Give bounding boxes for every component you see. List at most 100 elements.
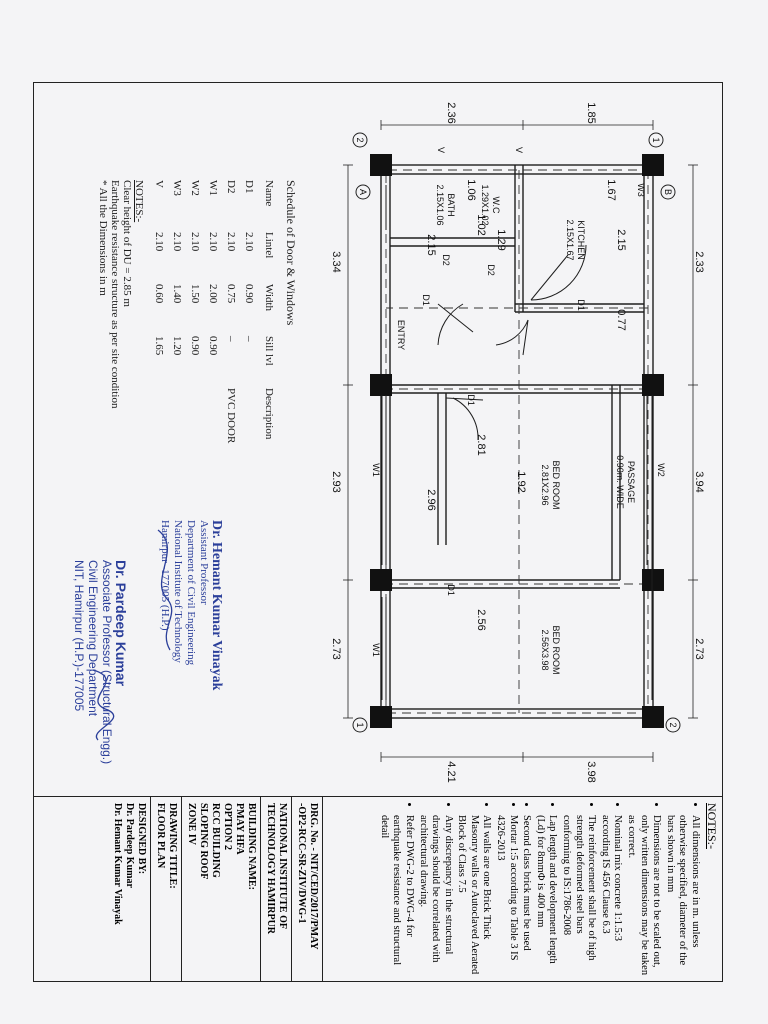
signature-marks [92, 529, 173, 741]
room-passage-name: PASSAGE [626, 461, 636, 503]
note-item: Nominal mix concrete 1:1.5:3 according I… [598, 815, 624, 976]
dim-left-1: 3.98 [585, 761, 597, 782]
room-bedroom1-name: BED ROOM [551, 460, 561, 509]
schedule-cell: 2.10 [189, 232, 201, 252]
schedule-note-2: Earthquake resistance structure as per s… [109, 180, 121, 409]
schedule-cell: 1.50 [189, 284, 201, 304]
door-d1-d: D1 [446, 584, 456, 596]
notes-panel-title: NOTES:- [705, 803, 719, 849]
schedule-cell: V [153, 180, 165, 188]
dim-left-2: 4.21 [445, 761, 457, 782]
title-block: DRG. No. - NIT/CED/2017/PMAY -OP2-RCC-SR… [33, 796, 323, 982]
note-item: All dimensions are in m. unless otherwis… [663, 815, 701, 976]
building-name-1: PMAY HFA [234, 803, 245, 855]
grid-bubble-2b: 2 [668, 722, 678, 727]
schedule-col-lintel: Lintel [263, 232, 275, 259]
schedule-cell: 2.10 [225, 232, 237, 252]
door-d2-a: D2 [486, 264, 496, 276]
grid-bubble-a: A [358, 189, 368, 195]
schedule-cell [189, 388, 201, 468]
room-bedroom2-name: BED ROOM [551, 625, 561, 674]
schedule-cell: D1 [243, 180, 255, 194]
grid-bubble-b: B [663, 189, 673, 195]
room-entry: ENTRY [396, 320, 406, 350]
window-w1-a: W1 [371, 463, 381, 477]
room-passage-dim: 0.90m. WIDE [615, 455, 625, 509]
dim-bottom-3: 2.73 [330, 638, 342, 659]
schedule-note-1: Clear height of DU = 2.85 m [121, 180, 133, 307]
dim-top-1: 2.33 [693, 251, 705, 272]
schedule-notes-title: NOTES:- [133, 180, 145, 223]
room-bedroom2-dim: 2.56X3.98 [540, 629, 550, 670]
window-w1-b: W1 [371, 643, 381, 657]
schedule-cell: W2 [189, 180, 201, 196]
schedule-col-sill: Sill lvl [263, 336, 275, 366]
note-item: Refer DWG-2 to DWG-4 for earthquake resi… [377, 815, 415, 976]
room-bedroom1-dim: 2.81X2.96 [540, 464, 550, 505]
schedule-cell: W1 [207, 180, 219, 196]
drawing-title: DRAWING TITLE: FLOOR PLAN [150, 797, 181, 982]
signatory-hemant-name: Dr. Hemant Kumar Vinayak [209, 520, 224, 691]
dim-inner-5: 1.67 [605, 179, 617, 200]
schedule-table: Schedule of Door & Windows Name Lintel W… [97, 180, 298, 480]
schedule-cell: 0.60 [153, 284, 165, 304]
note-item: Any discrepancy in the structural drawin… [416, 815, 454, 976]
notes-panel: NOTES:- All dimensions are in m. unless … [323, 796, 723, 982]
dim-right-1: 1.85 [585, 102, 597, 123]
dim-inner-3: 1.29 [495, 229, 507, 250]
designed-by-label: DESIGNED BY: [136, 803, 147, 875]
building-name: BUILDING NAME: PMAY HFA OPTION 2 RCC BUI… [181, 797, 260, 982]
schedule-cell: D2 [225, 180, 237, 194]
dim-inner-10: 2.96 [425, 489, 437, 510]
institute-line2: TECHNOLOGY HAMIRPUR [265, 803, 276, 935]
designed-by: DESIGNED BY: Dr. Pardeep Kumar Dr. Heman… [108, 797, 150, 982]
room-kitchen-dim: 2.15X1.67 [565, 219, 575, 260]
schedule-col-width: Width [263, 284, 275, 312]
door-d1-b: D1 [576, 299, 586, 311]
dim-bottom-1: 3.34 [330, 251, 342, 272]
schedule-cell: 2.00 [207, 284, 219, 304]
dim-top-2: 3.94 [693, 471, 705, 492]
room-bath-name: BATH [446, 193, 456, 216]
room-kitchen-name: KITCHEN [576, 220, 586, 260]
grid-bubble-2: 2 [355, 137, 365, 142]
schedule-note-3: * All the Dimensions in m [97, 180, 109, 296]
room-bath-dim: 2.15X1.06 [435, 184, 445, 225]
schedule-cell [243, 388, 255, 468]
schedule-title: Schedule of Door & Windows [284, 180, 298, 326]
designed-by-2: Dr. Hemant Kumar Vinayak [112, 803, 123, 925]
schedule-col-desc: Description [263, 388, 275, 440]
schedule-cell: 0.90 [243, 284, 255, 304]
door-d2-b: D2 [441, 254, 451, 266]
dim-inner-11: 2.56 [475, 609, 487, 630]
schedule-header: Name Lintel Width Sill lvl Description [263, 180, 275, 480]
dim-inner-2: 0.77 [615, 309, 627, 330]
schedule-cell: 2.10 [207, 232, 219, 252]
dim-inner-8: 1.92 [515, 471, 527, 492]
door-d1-a: D1 [421, 294, 431, 306]
drawing-title-label: DRAWING TITLE: [167, 803, 178, 889]
window-w2: W2 [656, 463, 666, 477]
dim-inner-6: 1.06 [465, 179, 477, 200]
grid-bubble-1b: 1 [355, 722, 365, 727]
vent-v-b: V [436, 147, 446, 153]
note-item: The reinforcement shall be of high stren… [559, 815, 597, 976]
dim-right-2: 2.36 [445, 102, 457, 123]
building-name-2: OPTION 2 [222, 803, 233, 850]
drg-no-line1: DRG. No. - NIT/CED/2017/PMAY [308, 803, 319, 950]
schedule-cell: W3 [171, 180, 183, 196]
drg-no-line2: -OP2-RCC-SR-ZIV/DWG-1 [296, 803, 307, 924]
drawing-title-value: FLOOR PLAN [155, 803, 166, 869]
schedule-col-name: Name [263, 180, 275, 207]
note-item: All walls are one Brick Thick Masonry wa… [455, 815, 492, 976]
grid-bubble-1: 1 [651, 137, 661, 142]
building-name-4: SLOPING ROOF [198, 803, 209, 880]
schedule-cell [207, 388, 219, 468]
schedule-cell [153, 388, 165, 468]
